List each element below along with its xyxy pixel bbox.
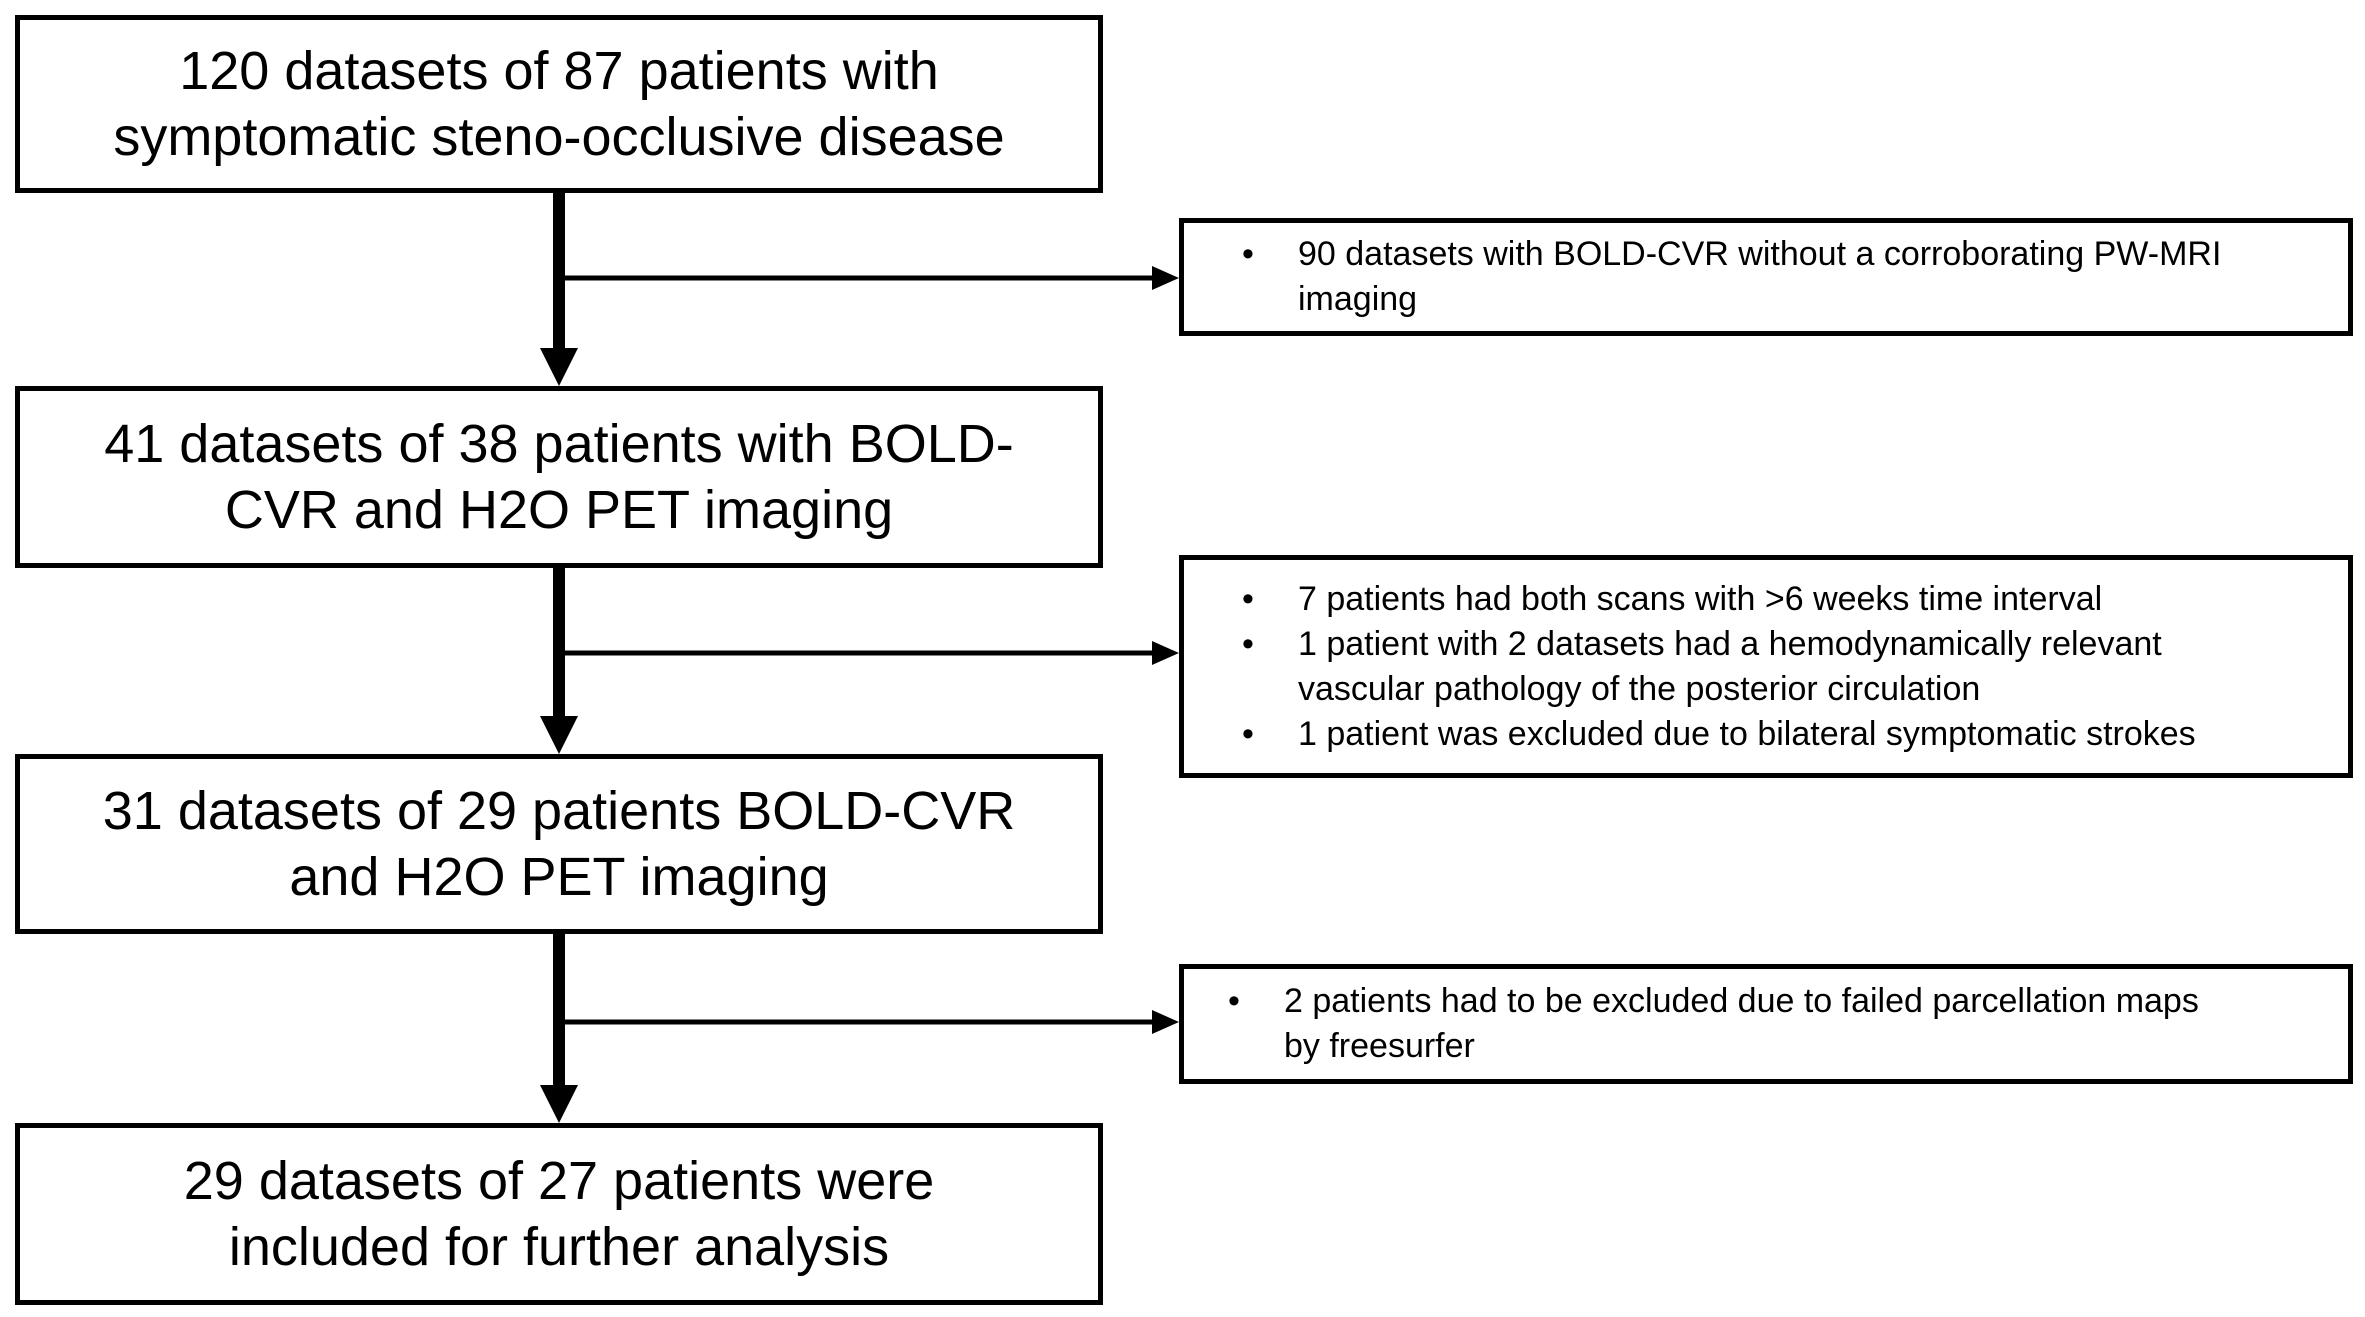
step-box-filtered-cohort: 31 datasets of 29 patients BOLD-CVR and … bbox=[15, 754, 1103, 934]
exclusion-item-text: 7 patients had both scans with >6 weeks … bbox=[1298, 579, 2103, 618]
exclusion-item-text: 1 patient with 2 datasets had a hemodyna… bbox=[1298, 624, 2162, 663]
step-box-text-line: 41 datasets of 38 patients with BOLD- bbox=[104, 414, 1014, 474]
arrowhead-right-1 bbox=[1152, 266, 1179, 290]
step-box-bold-pet-cohort: 41 datasets of 38 patients with BOLD- CV… bbox=[15, 386, 1103, 568]
step-box-text-line: 29 datasets of 27 patients were bbox=[183, 1151, 935, 1211]
bullet-icon: • bbox=[1242, 624, 1254, 663]
exclusion-item-text: 90 datasets with BOLD-CVR without a corr… bbox=[1298, 235, 2222, 273]
step-box-text-line: 31 datasets of 29 patients BOLD-CVR bbox=[102, 781, 1016, 841]
exclusion-item-text: by freesurfer bbox=[1284, 1027, 1475, 1065]
exclusion-box-1: • 90 datasets with BOLD-CVR without a co… bbox=[1179, 218, 2353, 336]
exclusion-item: • 90 datasets with BOLD-CVR without a co… bbox=[1242, 232, 2348, 322]
step-box-final-cohort: 29 datasets of 27 patients were included… bbox=[15, 1123, 1103, 1305]
exclusion-item: • 7 patients had both scans with >6 week… bbox=[1242, 577, 2348, 622]
arrowhead-right-3 bbox=[1152, 1010, 1179, 1034]
arrowhead-down-1 bbox=[540, 348, 578, 386]
step-box-text-line: symptomatic steno-occlusive disease bbox=[113, 107, 1005, 167]
exclusion-item-text: imaging bbox=[1298, 280, 1418, 318]
step-box-text-line: included for further analysis bbox=[228, 1217, 890, 1277]
step-box-initial-cohort: 120 datasets of 87 patients with symptom… bbox=[15, 15, 1103, 193]
arrowhead-right-2 bbox=[1152, 641, 1179, 665]
bullet-icon: • bbox=[1242, 235, 1254, 273]
exclusion-item: • 1 patient was excluded due to bilatera… bbox=[1242, 712, 2348, 757]
exclusion-item: • 1 patient with 2 datasets had a hemody… bbox=[1242, 622, 2348, 712]
bullet-icon: • bbox=[1228, 982, 1240, 1020]
step-box-text-line: CVR and H2O PET imaging bbox=[224, 480, 894, 540]
exclusion-box-3: • 2 patients had to be excluded due to f… bbox=[1179, 964, 2353, 1084]
exclusion-item: • 2 patients had to be excluded due to f… bbox=[1228, 979, 2348, 1069]
bullet-icon: • bbox=[1242, 714, 1254, 753]
step-box-text-line: and H2O PET imaging bbox=[289, 847, 829, 907]
bullet-icon: • bbox=[1242, 579, 1254, 618]
arrowhead-down-2 bbox=[540, 716, 578, 754]
exclusion-item-text: 2 patients had to be excluded due to fai… bbox=[1284, 982, 2199, 1020]
step-box-text-line: 120 datasets of 87 patients with bbox=[179, 41, 939, 101]
exclusion-box-2: • 7 patients had both scans with >6 week… bbox=[1179, 555, 2353, 778]
exclusion-item-text: vascular pathology of the posterior circ… bbox=[1298, 669, 1981, 708]
arrowhead-down-3 bbox=[540, 1085, 578, 1123]
exclusion-item-text: 1 patient was excluded due to bilateral … bbox=[1298, 714, 2196, 753]
